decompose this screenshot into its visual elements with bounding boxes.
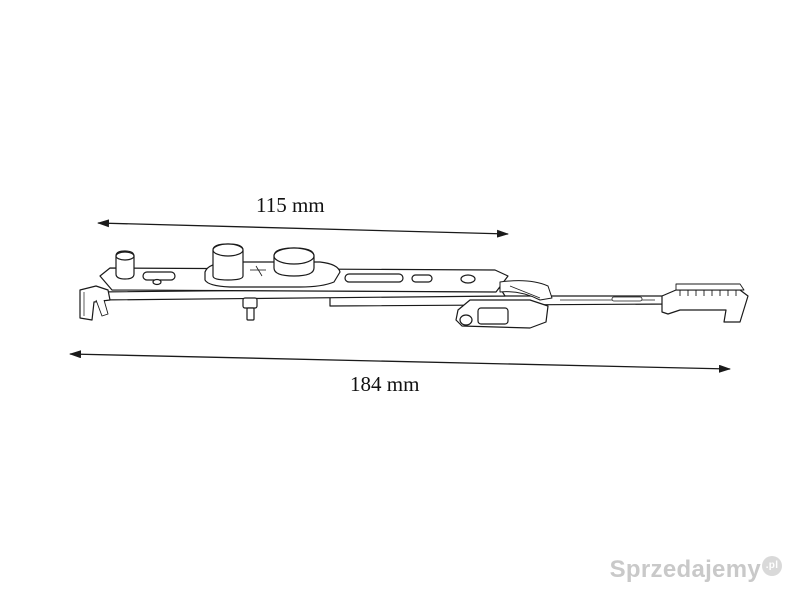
right-toothed-bracket <box>661 289 749 323</box>
watermark: Sprzedajemy.pl <box>610 556 782 584</box>
plate-slot-1 <box>142 271 176 281</box>
plate-hole <box>460 274 476 284</box>
watermark-tld-badge: .pl <box>762 556 782 576</box>
window-hinge-mechanism <box>79 243 749 329</box>
under-screw <box>242 297 258 309</box>
plate-slot-3 <box>411 274 433 283</box>
dimension-arrow-long <box>69 350 731 373</box>
dimension-arrow-short <box>97 219 509 238</box>
dimension-label-long: 184 mm <box>350 372 420 396</box>
dimension-label-short: 115 mm <box>256 193 325 217</box>
plate-slot-2 <box>344 273 404 283</box>
watermark-brand: Sprzedajemy <box>609 556 761 583</box>
